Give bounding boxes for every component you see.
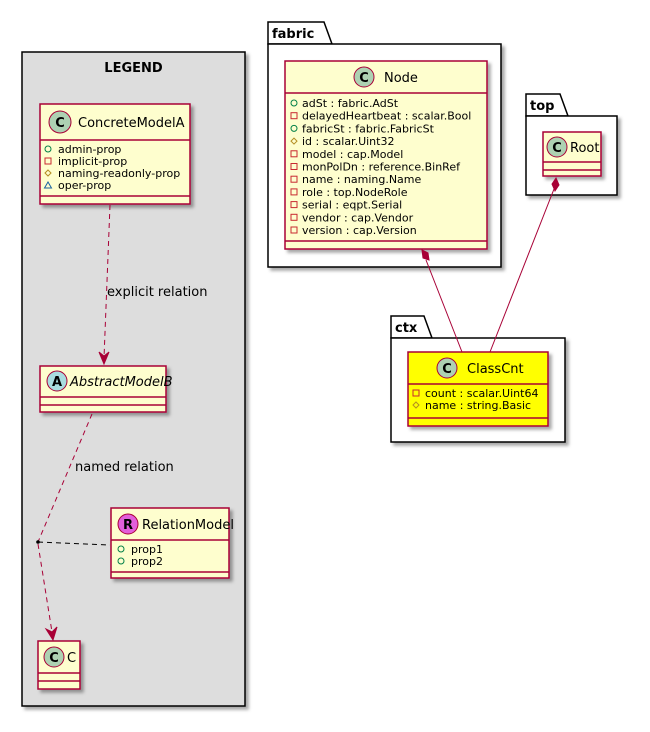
node-attribute: name : naming.Name	[302, 173, 422, 186]
protected-visibility-icon	[290, 137, 298, 145]
named-relation-label: named relation	[75, 460, 174, 475]
node-attribute: serial : eqpt.Serial	[302, 199, 402, 212]
root-to-classcnt-composition	[489, 176, 560, 353]
class-r-letter: R	[123, 518, 133, 533]
relation-model-name: RelationModel	[142, 518, 234, 533]
class-c-letter: C	[359, 71, 369, 86]
class-c-letter: C	[442, 362, 452, 377]
class-r-icon	[117, 513, 139, 535]
explicit-relation-label: explicit relation	[107, 285, 207, 300]
class-a-icon	[46, 370, 68, 392]
class-c-icon	[546, 136, 568, 158]
legend-package: LEGEND C ConcreteModelA admin-prop impli…	[21, 51, 246, 707]
protected-visibility-icon	[44, 169, 52, 177]
abstract-model-name: AbstractModelB	[69, 375, 173, 390]
attr-admin-prop: admin-prop	[58, 143, 121, 156]
top-package-name: top	[530, 99, 554, 114]
public-visibility-icon	[117, 557, 125, 565]
classcnt-class-name: ClassCnt	[467, 362, 524, 377]
named-relation-line	[36, 413, 111, 642]
class-c-icon	[48, 110, 72, 134]
node-attribute: vendor : cap.Vendor	[302, 211, 414, 224]
composition-diamond-icon	[421, 249, 430, 261]
node-attribute: role : top.NodeRole	[302, 186, 408, 199]
node-attribute: fabricSt : fabric.FabricSt	[302, 122, 435, 135]
node-class-name: Node	[384, 71, 418, 86]
private-visibility-icon	[44, 157, 52, 165]
node-attribute: version : cap.Version	[302, 224, 417, 237]
class-c-icon	[436, 357, 458, 379]
public-visibility-icon	[44, 145, 52, 153]
node-to-classcnt-composition	[421, 249, 463, 353]
protected-visibility-icon	[412, 401, 420, 409]
private-visibility-icon	[290, 188, 298, 196]
node-attribute: adSt : fabric.AdSt	[302, 97, 399, 110]
private-visibility-icon	[290, 226, 298, 234]
class-c-icon	[43, 646, 65, 668]
private-visibility-icon	[290, 175, 298, 183]
private-visibility-icon	[290, 150, 298, 158]
classcnt-class[interactable]: C ClassCnt count : scalar.Uint64 name : …	[407, 351, 549, 427]
explicit-relation-arrow	[98, 204, 111, 366]
attr-prop2: prop2	[131, 555, 163, 568]
class-c-letter: C	[55, 116, 65, 131]
public-visibility-icon	[290, 99, 298, 107]
ctx-package: ctx C ClassCnt count : scalar.Uint64 nam…	[390, 315, 566, 443]
node-attribute: delayedHeartbeat : scalar.Bool	[302, 110, 471, 123]
private-visibility-icon	[290, 163, 298, 170]
class-c-icon	[353, 66, 375, 88]
private-visibility-icon	[290, 112, 298, 120]
fabric-package: fabric C Node adSt : fabric.AdStdelayedH…	[267, 21, 502, 268]
public-visibility-icon	[290, 124, 298, 132]
attr-prop1: prop1	[131, 543, 163, 556]
c-class[interactable]: C C	[37, 640, 81, 690]
node-attribute: id : scalar.Uint32	[302, 135, 394, 148]
node-class[interactable]: C Node adSt : fabric.AdStdelayedHeartbea…	[284, 60, 488, 250]
attr-oper-prop: oper-prop	[58, 179, 111, 192]
legend-title: LEGEND	[104, 61, 163, 76]
attr-implicit-prop: implicit-prop	[58, 155, 127, 168]
root-class-name: Root	[570, 141, 599, 156]
class-a-letter: A	[52, 375, 62, 390]
class-c-letter: C	[49, 651, 59, 666]
ctx-package-name: ctx	[395, 321, 418, 336]
c-class-name: C	[67, 651, 76, 666]
relation-model-class[interactable]: R RelationModel prop1 prop2	[110, 507, 234, 579]
composition-diamond-icon	[551, 176, 560, 193]
abstract-model-class[interactable]: A AbstractModelB	[39, 365, 173, 413]
private-visibility-icon	[412, 389, 420, 397]
top-package: top C Root	[525, 93, 618, 196]
node-attribute: monPolDn : reference.BinRef	[302, 161, 461, 174]
concrete-model-class[interactable]: C ConcreteModelA admin-prop implicit-pro…	[39, 103, 191, 205]
private-visibility-icon	[290, 213, 298, 221]
fabric-package-name: fabric	[272, 27, 314, 42]
attr-count: count : scalar.Uint64	[425, 387, 538, 400]
node-attribute: model : cap.Model	[302, 148, 403, 161]
attr-name: name : string.Basic	[425, 399, 531, 412]
concrete-model-name: ConcreteModelA	[78, 116, 185, 131]
attr-naming-readonly-prop: naming-readonly-prop	[58, 167, 180, 180]
public-visibility-icon	[117, 545, 125, 553]
private-visibility-icon	[290, 201, 298, 209]
root-class[interactable]: C Root	[542, 131, 602, 177]
class-c-letter: C	[552, 141, 562, 156]
package-visibility-icon	[43, 181, 53, 189]
